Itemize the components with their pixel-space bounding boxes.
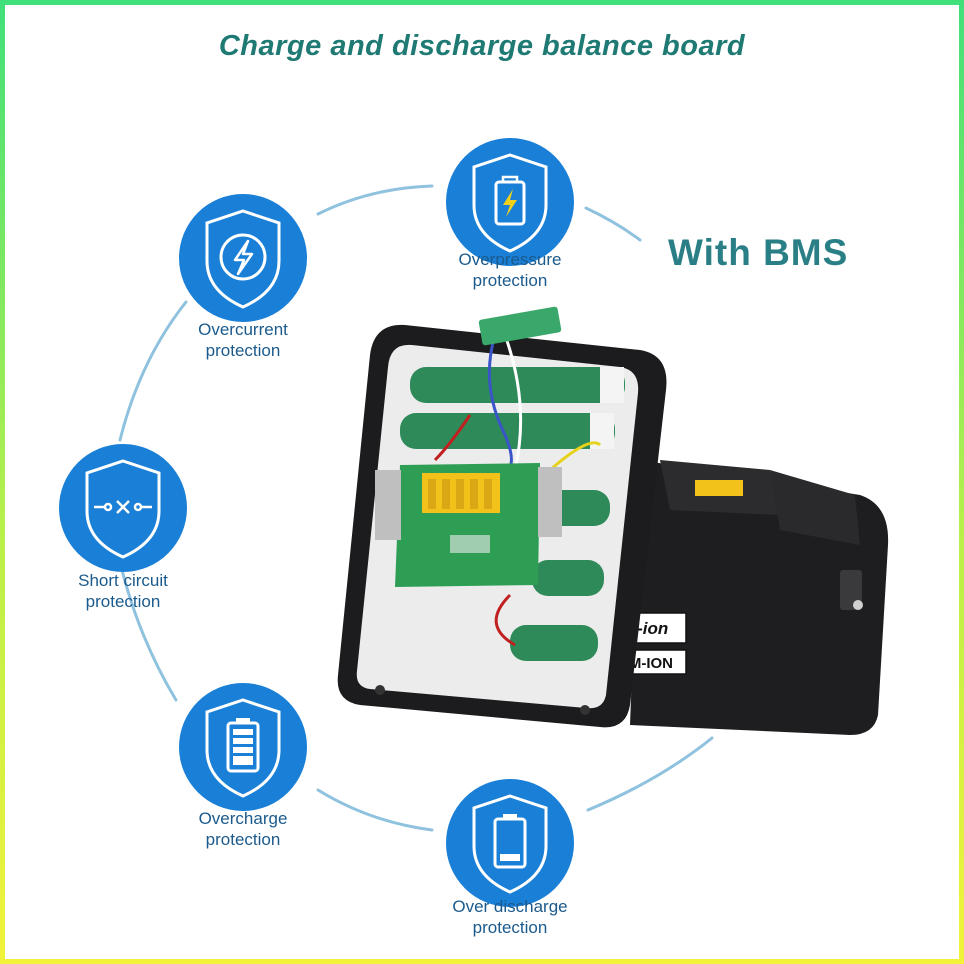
label-overcharge: Overcharge protection xyxy=(143,808,343,850)
badge-overcharge xyxy=(178,682,308,812)
battery-terminal-yellow xyxy=(695,480,743,496)
label-overcurrent: Overcurrent protection xyxy=(143,319,343,361)
page-title: Charge and discharge balance board xyxy=(218,30,746,62)
badge-over-discharge xyxy=(445,778,575,908)
label-line-2: protection xyxy=(205,830,281,849)
lightning-icon xyxy=(219,233,267,281)
label-line-2: protection xyxy=(85,592,161,611)
label-line-1: Overcurrent xyxy=(198,320,288,339)
battery-pack-closed: Li-ion UM-ION xyxy=(613,460,889,735)
badge-short-circuit xyxy=(58,443,188,573)
label-short-circuit: Short circuit protection xyxy=(23,570,223,612)
label-overpressure: Overpressure protection xyxy=(410,249,610,291)
label-line-1: Over discharge xyxy=(452,897,568,916)
bms-badge-text: With BMS xyxy=(668,232,849,273)
badge-overpressure xyxy=(445,137,575,267)
bms-top-pcb xyxy=(478,306,562,346)
badge-overcurrent xyxy=(178,193,308,323)
label-line-2: protection xyxy=(472,271,548,290)
battery-full-icon xyxy=(226,718,260,773)
label-over-discharge: Over discharge protection xyxy=(410,896,610,938)
label-line-2: protection xyxy=(205,341,281,360)
battery-product-image: Li-ion UM-ION xyxy=(337,306,889,735)
label-line-1: Overcharge xyxy=(198,809,288,828)
battery-bolt-icon xyxy=(494,175,526,226)
label-line-1: Short circuit xyxy=(78,571,168,590)
battery-empty-icon xyxy=(493,814,527,869)
battery-case-open xyxy=(337,306,667,728)
bms-main-pcb xyxy=(375,463,562,587)
label-line-1: Overpressure xyxy=(458,250,562,269)
label-line-2: protection xyxy=(472,918,548,937)
open-circuit-icon xyxy=(94,500,152,514)
